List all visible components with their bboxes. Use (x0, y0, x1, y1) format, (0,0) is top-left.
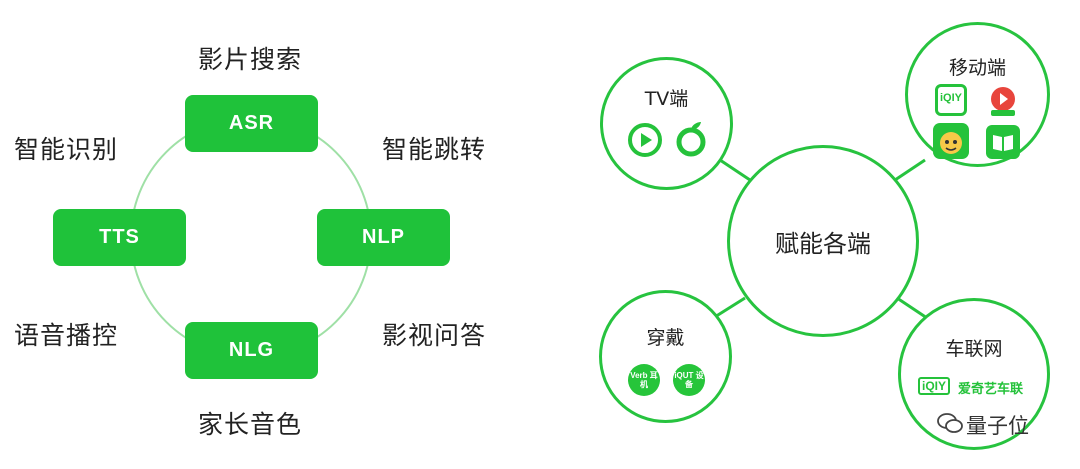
nlg-box: NLG (185, 322, 318, 379)
wearable-node-title: 穿戴 (646, 327, 685, 349)
asr-box: ASR (185, 95, 318, 152)
center-hub (727, 145, 919, 337)
play-icon (628, 123, 662, 157)
iqiyi-app-logo: iQIY (939, 92, 962, 104)
car-node (898, 298, 1050, 450)
label-video-qa: 影视问答 (382, 321, 487, 350)
nlp-box: NLP (317, 209, 450, 266)
fruit-icon (676, 122, 706, 157)
label-voice-control: 语音播控 (14, 321, 119, 350)
kids-app-icon (933, 123, 969, 159)
label-smart-recognition: 智能识别 (14, 135, 119, 164)
label-parent-voice: 家长音色 (198, 410, 303, 439)
car-node-title: 车联网 (945, 338, 1003, 360)
mobile-node-title: 移动端 (948, 57, 1006, 79)
label-video-search: 影片搜索 (198, 45, 303, 74)
mobile-node (905, 22, 1050, 167)
iqiyi-app-icon (935, 84, 967, 116)
car-brand-text: 爱奇艺车联 (958, 382, 1024, 397)
car-iqiyi-logo: iQIY (918, 377, 951, 395)
wearable-node (599, 290, 732, 423)
book-app-icon (986, 125, 1020, 159)
tv-node-title: TV端 (644, 88, 689, 110)
label-smart-jump: 智能跳转 (382, 135, 487, 164)
wechat-icon (937, 413, 963, 433)
video-app-icon (991, 87, 1015, 116)
tts-box: TTS (53, 209, 186, 266)
verb-badge: Verb 耳机 (628, 364, 660, 396)
watermark-text: 量子位 (966, 414, 1029, 438)
tv-node (600, 57, 733, 190)
iqut-badge: iQUT 设备 (673, 364, 705, 396)
center-hub-label: 赋能各端 (775, 230, 871, 258)
